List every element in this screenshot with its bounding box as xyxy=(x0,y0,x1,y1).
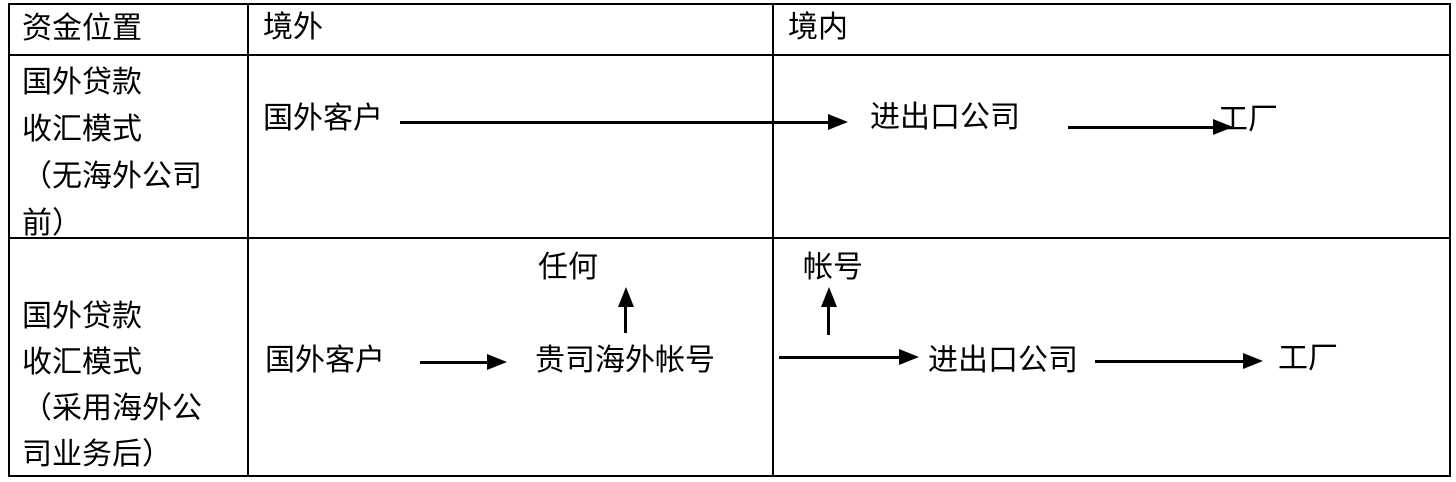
row1-arrow-customer-to-company-head-icon xyxy=(828,114,848,130)
row1-factory: 工厂 xyxy=(1218,103,1278,136)
row-divider xyxy=(8,237,1451,239)
row1-arrow-company-to-factory-head-icon xyxy=(1213,119,1233,135)
header-domestic: 境内 xyxy=(788,11,848,44)
header-overseas: 境外 xyxy=(263,11,323,44)
row2-account-label: 帐号 xyxy=(803,251,863,284)
table-outer-border xyxy=(8,3,1451,477)
header-fund-position: 资金位置 xyxy=(22,12,142,45)
row2-up-arrow-any-head-icon xyxy=(618,287,634,307)
row2-import-export-company: 进出口公司 xyxy=(928,344,1078,377)
header-row-divider xyxy=(8,54,1451,56)
row2-any-label: 任何 xyxy=(538,251,598,284)
row2-up-arrow-account-head-icon xyxy=(821,287,837,307)
row1-mode-line-2: 收汇模式 xyxy=(22,113,142,146)
row2-arrow-customer-to-account-shaft xyxy=(420,361,487,364)
row1-mode-line-4: 前） xyxy=(22,207,82,240)
row2-mode-line-3: （采用海外公 xyxy=(22,392,202,425)
row2-mode-line-4: 司业务后） xyxy=(22,438,172,471)
row1-overseas-customer: 国外客户 xyxy=(263,102,383,135)
row2-arrow-border-to-company-shaft xyxy=(779,356,899,359)
row2-company-overseas-account: 贵司海外帐号 xyxy=(535,344,715,377)
row1-mode-label: 国外贷款 收汇模式 （无海外公司 前） xyxy=(22,59,202,247)
row2-mode-label: 国外贷款 收汇模式 （采用海外公 司业务后） xyxy=(22,294,202,478)
row2-arrow-border-to-company-head-icon xyxy=(899,349,919,365)
column-divider-2 xyxy=(772,3,774,477)
row1-mode-line-3: （无海外公司 xyxy=(22,160,202,193)
row2-overseas-customer: 国外客户 xyxy=(265,344,385,377)
row2-factory: 工厂 xyxy=(1278,342,1338,375)
row2-mode-line-1: 国外贷款 xyxy=(22,300,142,333)
row1-import-export-company: 进出口公司 xyxy=(870,101,1020,134)
row2-mode-line-2: 收汇模式 xyxy=(22,346,142,379)
row1-mode-line-1: 国外贷款 xyxy=(22,66,142,99)
row2-arrow-customer-to-account-head-icon xyxy=(487,354,507,370)
row2-up-arrow-any-shaft xyxy=(624,305,627,333)
row1-arrow-company-to-factory-shaft xyxy=(1068,126,1215,129)
row2-arrow-company-to-factory-shaft xyxy=(1095,360,1243,363)
column-divider-1 xyxy=(247,3,249,477)
row2-arrow-company-to-factory-head-icon xyxy=(1243,353,1263,369)
row2-up-arrow-account-shaft xyxy=(827,305,830,335)
row1-arrow-customer-to-company-shaft xyxy=(400,121,828,124)
